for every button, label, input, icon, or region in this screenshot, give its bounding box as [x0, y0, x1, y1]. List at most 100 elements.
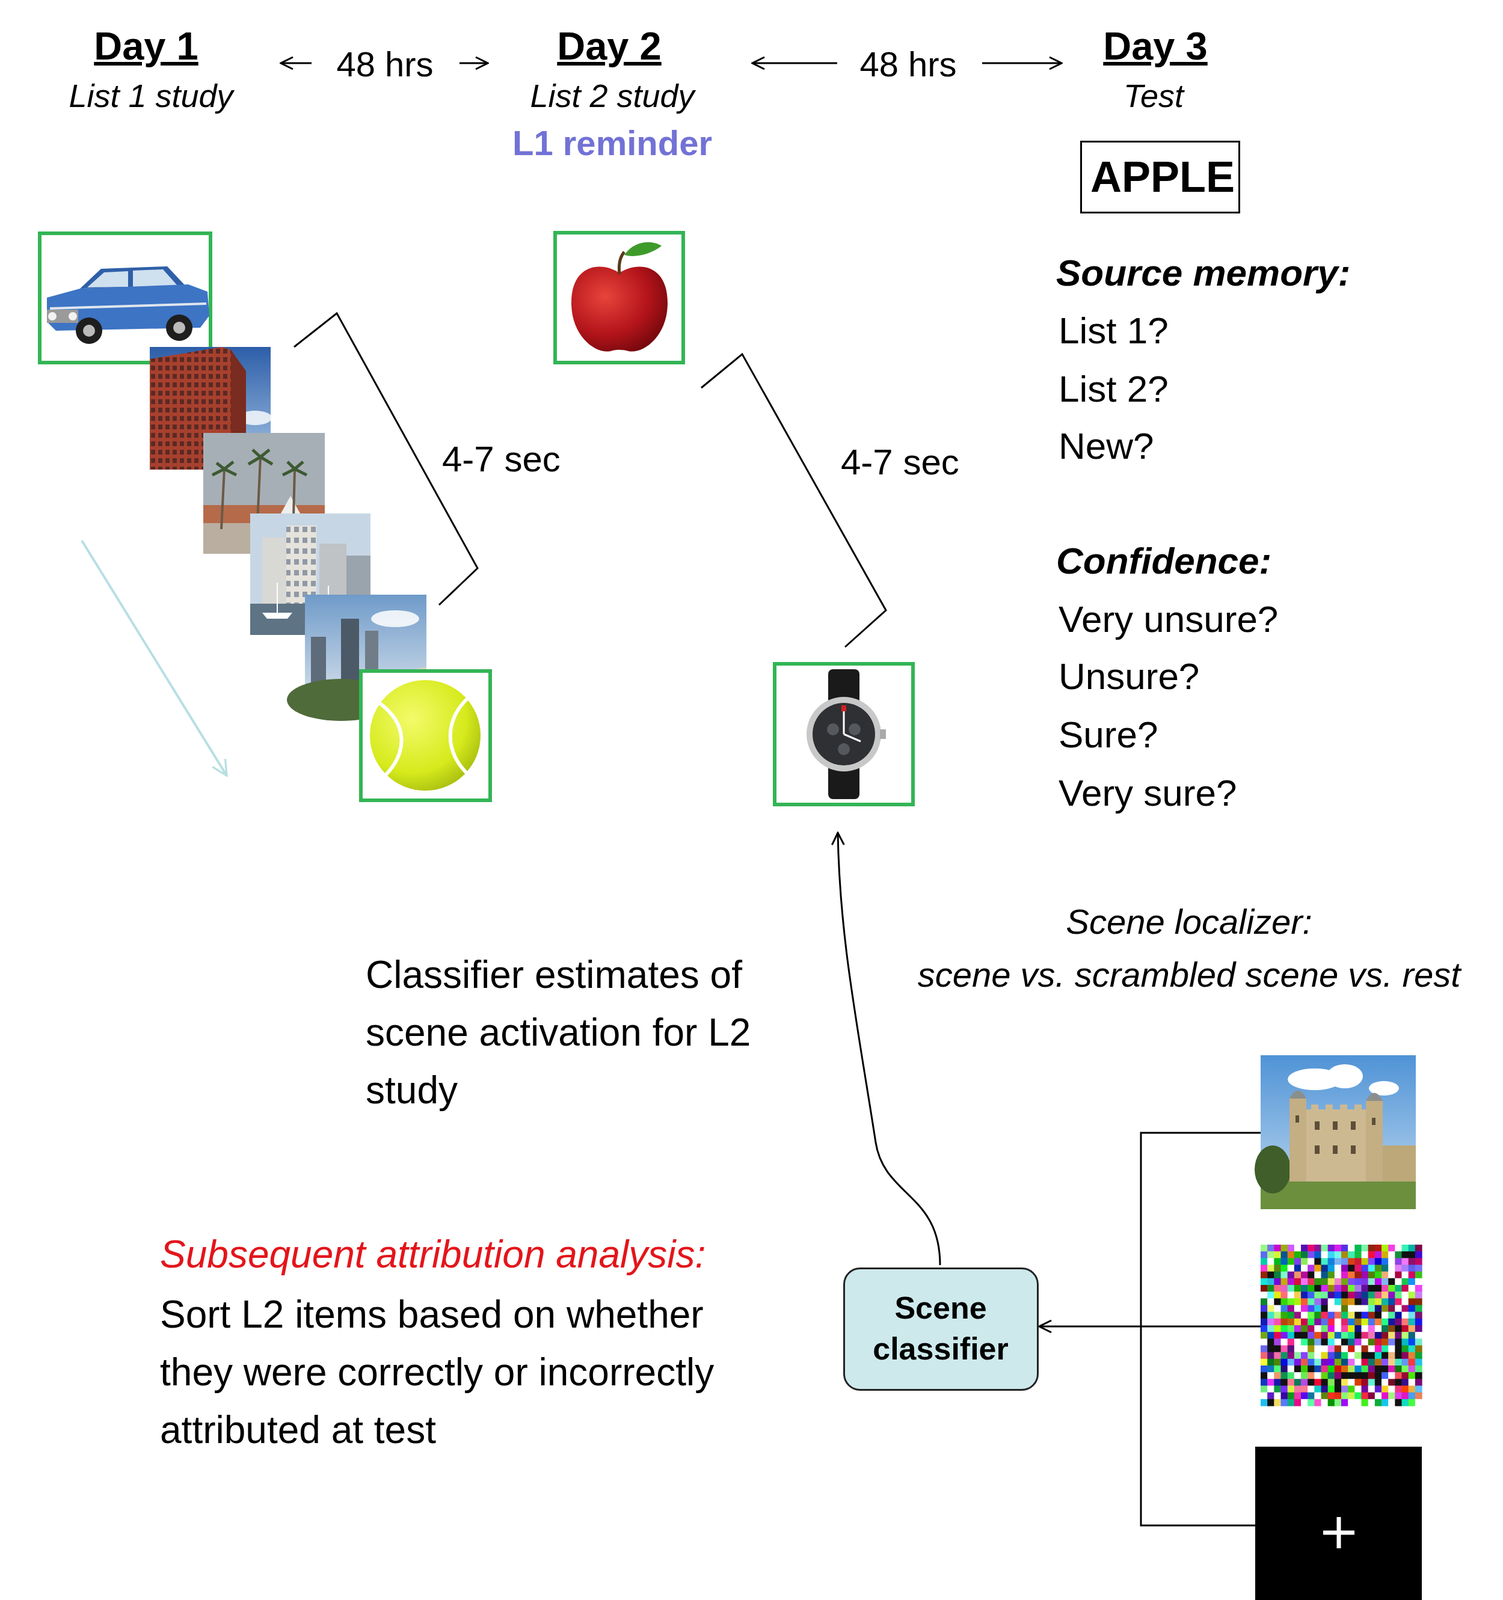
watch-picture-part — [774, 663, 913, 805]
scrambled-picture-part — [1334, 1251, 1342, 1259]
scrambled-picture-part — [1273, 1251, 1282, 1259]
scrambled-picture-part — [1281, 1392, 1289, 1401]
scrambled-picture-part — [1381, 1325, 1389, 1333]
scrambled-picture-part — [1267, 1359, 1275, 1367]
scrambled-picture-part — [1394, 1372, 1402, 1380]
scrambled-picture-part — [1374, 1392, 1383, 1401]
classifier-box: Scene classifier — [843, 1267, 1039, 1392]
scrambled-picture-part — [1361, 1325, 1369, 1333]
phase-label: List 1 study — [68, 76, 233, 115]
scrambled-picture-part — [1327, 1325, 1336, 1333]
scrambled-picture-part — [1314, 1318, 1322, 1327]
scrambled-picture-part — [1394, 1318, 1402, 1327]
castle-picture-part — [1296, 1109, 1375, 1182]
scrambled-picture-part — [1354, 1346, 1362, 1354]
scrambled-picture-part — [1381, 1365, 1389, 1374]
scrambled-picture-part — [1334, 1365, 1342, 1374]
scrambled-picture-part — [1341, 1278, 1349, 1286]
scrambled-picture-part — [1273, 1392, 1282, 1401]
scrambled-picture-part — [1368, 1251, 1376, 1259]
scrambled-picture-part — [1354, 1372, 1362, 1380]
scene-picture-part — [310, 636, 326, 686]
scene-picture-part — [262, 537, 287, 604]
scrambled-picture-part — [1327, 1272, 1336, 1280]
scrambled-picture-part — [1300, 1346, 1309, 1354]
scrambled-picture-part — [1381, 1244, 1389, 1253]
scrambled-picture-part — [1401, 1359, 1410, 1367]
scrambled-picture-part — [1368, 1386, 1376, 1394]
response-option: List 1? — [1058, 309, 1169, 352]
scrambled-picture-part — [1281, 1291, 1289, 1300]
scrambled-picture-part — [1408, 1352, 1416, 1360]
apple-picture-part — [571, 267, 668, 352]
scrambled-picture-part — [1273, 1325, 1282, 1333]
scrambled-picture-part — [1334, 1399, 1342, 1407]
castle-picture-part-part — [1314, 1121, 1320, 1131]
watch-picture-part — [837, 743, 850, 756]
scrambled-picture-part — [1267, 1265, 1275, 1273]
scrambled-picture-part — [1273, 1379, 1282, 1387]
scrambled-picture-part — [1401, 1365, 1410, 1374]
scrambled-picture-part — [1307, 1372, 1315, 1380]
scrambled-picture-part — [1381, 1298, 1389, 1306]
scrambled-picture-part — [1388, 1338, 1396, 1347]
scrambled-picture-part — [1281, 1332, 1289, 1340]
scrambled-picture-part — [1374, 1386, 1383, 1394]
scrambled-picture-part — [1260, 1338, 1268, 1347]
scrambled-picture-part — [1408, 1338, 1416, 1347]
scrambled-picture-part — [1361, 1278, 1369, 1286]
car-picture-part — [75, 317, 103, 345]
scrambled-picture-part — [1347, 1318, 1356, 1327]
scrambled-picture-part — [1307, 1278, 1315, 1286]
scrambled-picture-part — [1281, 1285, 1289, 1293]
castle-picture-part-part — [1371, 1118, 1376, 1126]
scrambled-picture-part — [1347, 1338, 1356, 1347]
scrambled-picture-part — [1307, 1325, 1315, 1333]
scrambled-picture-part — [1361, 1386, 1369, 1394]
scrambled-picture-part — [1401, 1291, 1410, 1300]
scrambled-picture-part — [1260, 1244, 1268, 1253]
scrambled-picture-part — [1281, 1278, 1289, 1286]
scrambled-picture-part — [1401, 1386, 1410, 1394]
scrambled-picture-part — [1294, 1291, 1302, 1300]
scrambled-picture-part — [1401, 1244, 1410, 1253]
scrambled-picture-part — [1321, 1379, 1329, 1387]
car-picture-part — [132, 269, 178, 287]
scrambled-picture-part — [1394, 1325, 1402, 1333]
scrambled-picture-part — [1347, 1244, 1356, 1253]
scrambled-picture-part — [1354, 1359, 1362, 1367]
scrambled-picture-part — [1374, 1265, 1383, 1273]
scrambled-picture-part — [1327, 1352, 1336, 1360]
scrambled-picture-part — [1273, 1298, 1282, 1306]
scrambled-picture-part — [1401, 1258, 1410, 1266]
scrambled-picture-part — [1401, 1332, 1410, 1340]
scrambled-picture-part — [1321, 1365, 1329, 1374]
scrambled-picture-part — [1334, 1298, 1342, 1306]
scrambled-picture-part — [1300, 1399, 1309, 1407]
scrambled-picture-part — [1374, 1251, 1383, 1259]
scrambled-picture-part — [1334, 1278, 1342, 1286]
scrambled-picture-part — [1287, 1365, 1295, 1374]
scrambled-picture-part — [1347, 1258, 1356, 1266]
scrambled-picture-part — [1368, 1352, 1376, 1360]
scrambled-picture-part — [1341, 1379, 1349, 1387]
scrambled-picture-part — [1314, 1244, 1322, 1253]
scrambled-picture-part — [1273, 1365, 1282, 1374]
scrambled-picture-part — [1307, 1258, 1315, 1266]
scrambled-picture-part — [1300, 1379, 1309, 1387]
scrambled-picture-part — [1394, 1265, 1402, 1273]
time-bracket — [701, 354, 886, 648]
scrambled-picture-part — [1361, 1272, 1369, 1280]
phase-label: List 2 study — [529, 76, 695, 115]
scene-picture-part-part — [276, 582, 278, 613]
scrambled-picture-part — [1300, 1332, 1309, 1340]
scrambled-picture-part — [1294, 1346, 1302, 1354]
scrambled-picture-part — [1381, 1359, 1389, 1367]
scrambled-picture-part — [1361, 1291, 1369, 1300]
scrambled-picture-part — [1341, 1332, 1349, 1340]
scrambled-picture-part — [1267, 1332, 1275, 1340]
day-heading: Day 3 — [1103, 24, 1208, 70]
scrambled-picture-part — [1381, 1346, 1389, 1354]
scrambled-picture-part — [1408, 1365, 1416, 1374]
scrambled-picture-part — [1327, 1298, 1336, 1306]
